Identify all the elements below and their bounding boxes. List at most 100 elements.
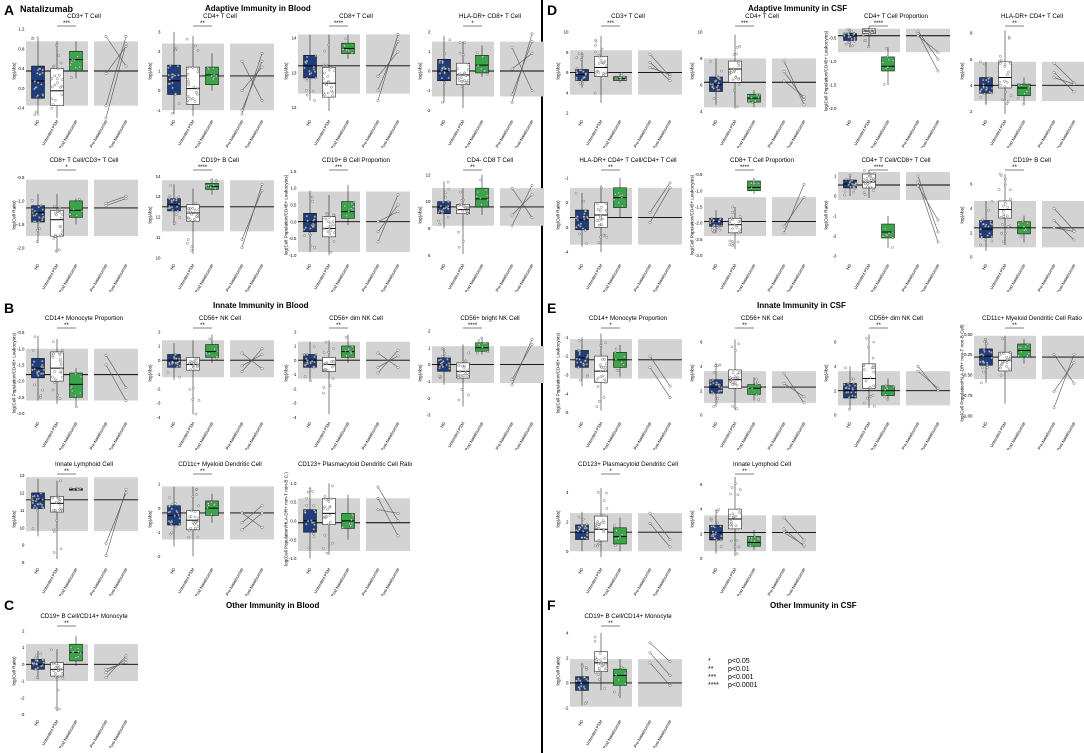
- data-point: [600, 366, 603, 369]
- paired-line: [649, 187, 671, 223]
- data-point: [1027, 352, 1031, 355]
- data-point: [712, 223, 716, 227]
- data-point: [310, 195, 314, 199]
- data-point: [989, 220, 992, 223]
- data-point: [329, 497, 333, 501]
- data-point: [982, 370, 985, 374]
- data-point: [990, 356, 993, 360]
- data-point: [868, 32, 871, 36]
- paired-point: [396, 193, 400, 197]
- data-point: [331, 94, 334, 98]
- paired-point: [124, 34, 128, 38]
- data-point: [1024, 227, 1027, 231]
- paired-line: [649, 355, 671, 387]
- data-point: [718, 218, 722, 221]
- data-point: [50, 353, 53, 357]
- data-point: [869, 28, 873, 31]
- significance-mark: **: [876, 323, 881, 329]
- data-point: [1007, 367, 1011, 371]
- y-tick-label: 4: [566, 90, 569, 95]
- data-point: [438, 72, 442, 75]
- paired-line: [511, 194, 533, 216]
- data-point: [594, 379, 598, 383]
- paired-line: [241, 61, 263, 101]
- data-point: [623, 672, 627, 675]
- data-point: [732, 53, 736, 56]
- y-tick-label: 4: [970, 206, 973, 211]
- data-point: [871, 366, 875, 369]
- data-point: [61, 348, 64, 352]
- data-point: [602, 233, 606, 237]
- data-point: [477, 339, 481, 342]
- box: [998, 61, 1012, 89]
- data-point: [36, 666, 40, 670]
- data-point: [442, 207, 446, 210]
- data-point: [624, 682, 627, 686]
- data-point: [467, 351, 470, 355]
- data-point: [327, 522, 330, 526]
- paired-line: [1053, 208, 1075, 231]
- x-tick-label: Pre-Natalizumab: [766, 566, 786, 596]
- data-point: [53, 381, 57, 384]
- data-point: [440, 210, 443, 213]
- data-point: [872, 370, 876, 374]
- y-tick-label: -1.5: [17, 362, 25, 367]
- x-tick-label: Post-Natalizumab: [108, 718, 129, 748]
- x-tick-label: Post-Natalizumab: [244, 420, 265, 450]
- data-point: [712, 381, 715, 385]
- data-point: [582, 199, 585, 203]
- data-point: [1009, 62, 1012, 65]
- paired-point: [104, 104, 108, 108]
- paired-point: [376, 88, 380, 92]
- x-tick-label: Post Natalizumab: [194, 420, 215, 450]
- data-point: [55, 527, 59, 531]
- panel-title: CD19+ B Cell/CD14+ Monocyte: [584, 613, 672, 620]
- y-tick-label: 2: [22, 628, 25, 633]
- data-point: [869, 376, 872, 380]
- data-point: [186, 67, 189, 70]
- paired-point: [240, 364, 244, 368]
- x-tick-label: Post Natalizumab: [464, 262, 485, 292]
- data-point: [72, 650, 75, 653]
- data-point: [620, 72, 624, 75]
- reference-band: [638, 187, 682, 245]
- paired-line: [511, 41, 533, 95]
- data-point: [984, 101, 988, 104]
- y-tick-label: -2.0: [17, 246, 25, 251]
- data-point: [1002, 352, 1006, 355]
- paired-line: [1053, 220, 1075, 241]
- data-point: [736, 46, 739, 49]
- data-point: [196, 49, 200, 52]
- data-point: [204, 351, 208, 355]
- data-point: [750, 387, 754, 390]
- data-point: [597, 666, 601, 670]
- data-point: [329, 250, 333, 254]
- panel-title: CD4- CD8 T Cell: [467, 157, 513, 164]
- data-point: [614, 77, 617, 81]
- y-tick-label: -1.0: [829, 59, 837, 64]
- data-point: [460, 85, 464, 88]
- data-point: [178, 216, 182, 219]
- paired-point: [1072, 238, 1076, 242]
- data-point: [50, 97, 54, 101]
- y-tick-label: 1.0: [290, 481, 297, 486]
- data-point: [212, 73, 216, 77]
- y-axis-label: log(Abs): [148, 62, 153, 80]
- data-point: [585, 533, 589, 537]
- y-tick-label: 8: [22, 560, 25, 565]
- data-point: [441, 60, 445, 64]
- data-point: [747, 99, 751, 103]
- data-point: [730, 216, 733, 220]
- x-tick-label: Pre-Natalizumab: [900, 262, 920, 292]
- data-point: [321, 216, 325, 219]
- data-point: [987, 225, 990, 228]
- data-point: [731, 242, 735, 245]
- data-point: [347, 210, 351, 213]
- data-point: [312, 535, 316, 538]
- data-point: [61, 213, 64, 216]
- legend-row: **p<0.01: [708, 666, 750, 673]
- paired-point: [936, 386, 940, 390]
- data-point: [866, 396, 869, 400]
- data-point: [1024, 345, 1027, 349]
